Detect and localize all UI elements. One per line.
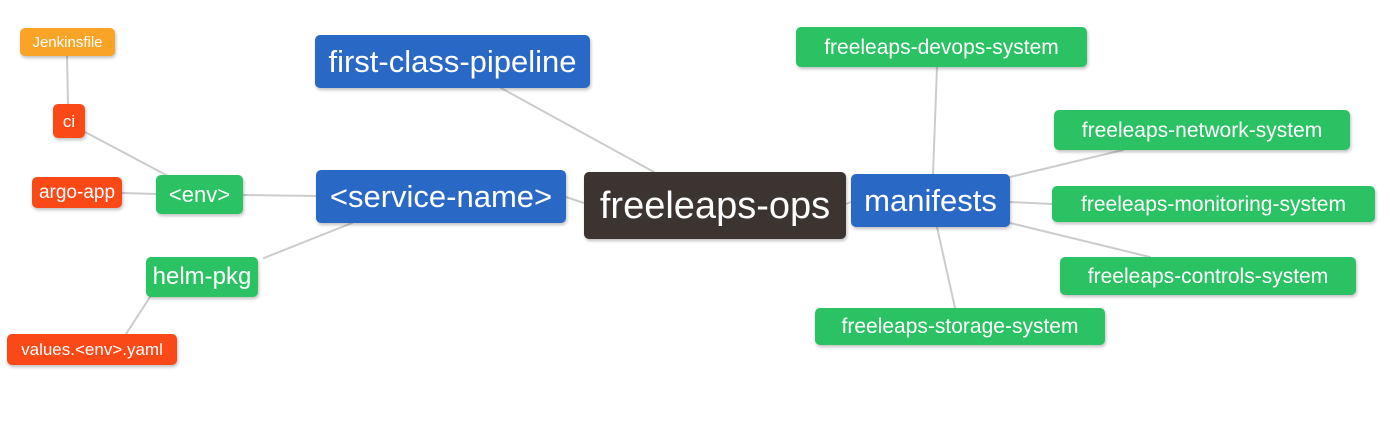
edge-values-env-yaml-helm-pkg	[125, 296, 151, 335]
edge-helm-pkg-service-name	[263, 222, 353, 259]
node-jenkinsfile[interactable]: Jenkinsfile	[20, 28, 115, 56]
node-label: <service-name>	[329, 179, 553, 214]
node-first-class-pipeline[interactable]: first-class-pipeline	[315, 35, 590, 88]
node-label: <env>	[168, 181, 231, 207]
node-label: ci	[62, 111, 76, 131]
node-label: freeleaps-storage-system	[841, 315, 1079, 338]
edge-manifests-freeleaps-network-system	[1009, 149, 1124, 178]
node-freeleaps-controls-system[interactable]: freeleaps-controls-system	[1060, 257, 1356, 295]
edge-manifests-freeleaps-devops-system	[932, 66, 938, 175]
node-ci[interactable]: ci	[53, 104, 85, 138]
node-label: values.<env>.yaml	[21, 340, 163, 359]
edge-jenkinsfile-ci	[66, 55, 69, 105]
node-label: helm-pkg	[152, 263, 252, 290]
edge-env-service-name	[242, 194, 317, 197]
node-label: freeleaps-monitoring-system	[1081, 192, 1346, 216]
node-label: freeleaps-network-system	[1081, 118, 1323, 142]
node-freeleaps-ops[interactable]: freeleaps-ops	[584, 172, 846, 239]
node-freeleaps-monitoring-system[interactable]: freeleaps-monitoring-system	[1052, 186, 1375, 222]
edge-service-name-freeleaps-ops	[565, 196, 585, 204]
node-manifests[interactable]: manifests	[851, 174, 1010, 227]
edge-ci-env	[84, 131, 169, 177]
edge-manifests-freeleaps-controls-system	[1009, 222, 1151, 258]
node-label: freeleaps-ops	[599, 184, 831, 227]
node-label: argo-app	[38, 182, 116, 203]
node-values-env-yaml[interactable]: values.<env>.yaml	[7, 334, 177, 365]
node-label: manifests	[864, 183, 997, 218]
edge-first-class-pipeline-freeleaps-ops	[500, 87, 655, 173]
node-freeleaps-storage-system[interactable]: freeleaps-storage-system	[815, 308, 1105, 345]
node-argo-app[interactable]: argo-app	[32, 177, 122, 208]
node-label: freeleaps-devops-system	[824, 35, 1059, 59]
node-freeleaps-network-system[interactable]: freeleaps-network-system	[1054, 110, 1350, 150]
node-label: first-class-pipeline	[328, 44, 577, 79]
edge-manifests-freeleaps-monitoring-system	[1009, 201, 1053, 205]
node-label: freeleaps-controls-system	[1087, 264, 1329, 288]
node-freeleaps-devops-system[interactable]: freeleaps-devops-system	[796, 27, 1087, 67]
node-env[interactable]: <env>	[156, 175, 243, 214]
node-helm-pkg[interactable]: helm-pkg	[146, 257, 258, 297]
node-service-name[interactable]: <service-name>	[316, 170, 566, 223]
node-label: Jenkinsfile	[32, 33, 103, 51]
edge-argo-app-env	[121, 192, 157, 195]
edge-manifests-freeleaps-storage-system	[936, 226, 956, 309]
